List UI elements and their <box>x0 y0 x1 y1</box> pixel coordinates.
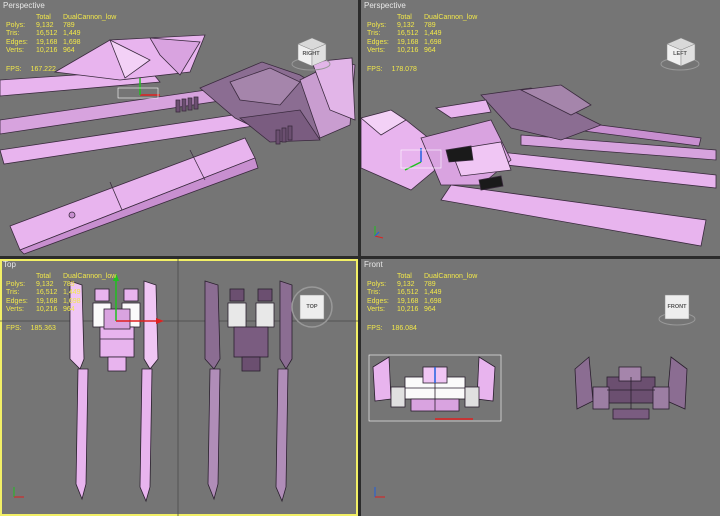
view-cube[interactable]: FRONT <box>657 289 697 329</box>
view-cube-icon[interactable] <box>290 34 332 74</box>
transform-gizmo[interactable] <box>400 148 442 171</box>
view-cube-label: LEFT <box>673 51 687 57</box>
view-cube[interactable]: RIGHT <box>290 34 332 74</box>
view-cube-icon[interactable] <box>659 34 701 74</box>
viewport-label[interactable]: Perspective <box>364 1 406 10</box>
cannon-mesh-front[interactable] <box>361 259 720 516</box>
fps-counter: FPS:186.084 <box>367 325 417 332</box>
transform-gizmo[interactable] <box>434 367 473 420</box>
transform-gizmo[interactable] <box>113 273 164 324</box>
view-cube-icon[interactable] <box>657 289 697 329</box>
cannon-mesh-perspective[interactable] <box>0 0 358 256</box>
fps-counter: FPS:167.222 <box>6 66 56 73</box>
viewport-label[interactable]: Front <box>364 260 383 269</box>
selection-bracket <box>368 354 502 422</box>
view-cube-label: FRONT <box>667 304 687 310</box>
view-cube-label: RIGHT <box>302 51 320 57</box>
axis-tripod <box>374 487 385 498</box>
view-cube-icon[interactable] <box>290 285 334 329</box>
view-cube-label: TOP <box>306 304 318 310</box>
stats-header-total: Total <box>36 14 51 21</box>
axis-tripod <box>13 487 24 498</box>
transform-gizmo[interactable] <box>117 78 160 99</box>
stats-header-object: DualCannon_low <box>63 14 117 21</box>
fps-counter: FPS:185.363 <box>6 325 56 332</box>
axis-tripod <box>374 226 384 239</box>
view-cube[interactable]: TOP <box>290 285 334 329</box>
cannon-mesh-top[interactable] <box>0 259 358 516</box>
view-cube[interactable]: LEFT <box>659 34 701 74</box>
viewport-label[interactable]: Perspective <box>3 1 45 10</box>
fps-counter: FPS:178.078 <box>367 66 417 73</box>
cannon-mesh-perspective[interactable] <box>361 0 720 256</box>
viewport-label[interactable]: Top <box>3 260 16 269</box>
